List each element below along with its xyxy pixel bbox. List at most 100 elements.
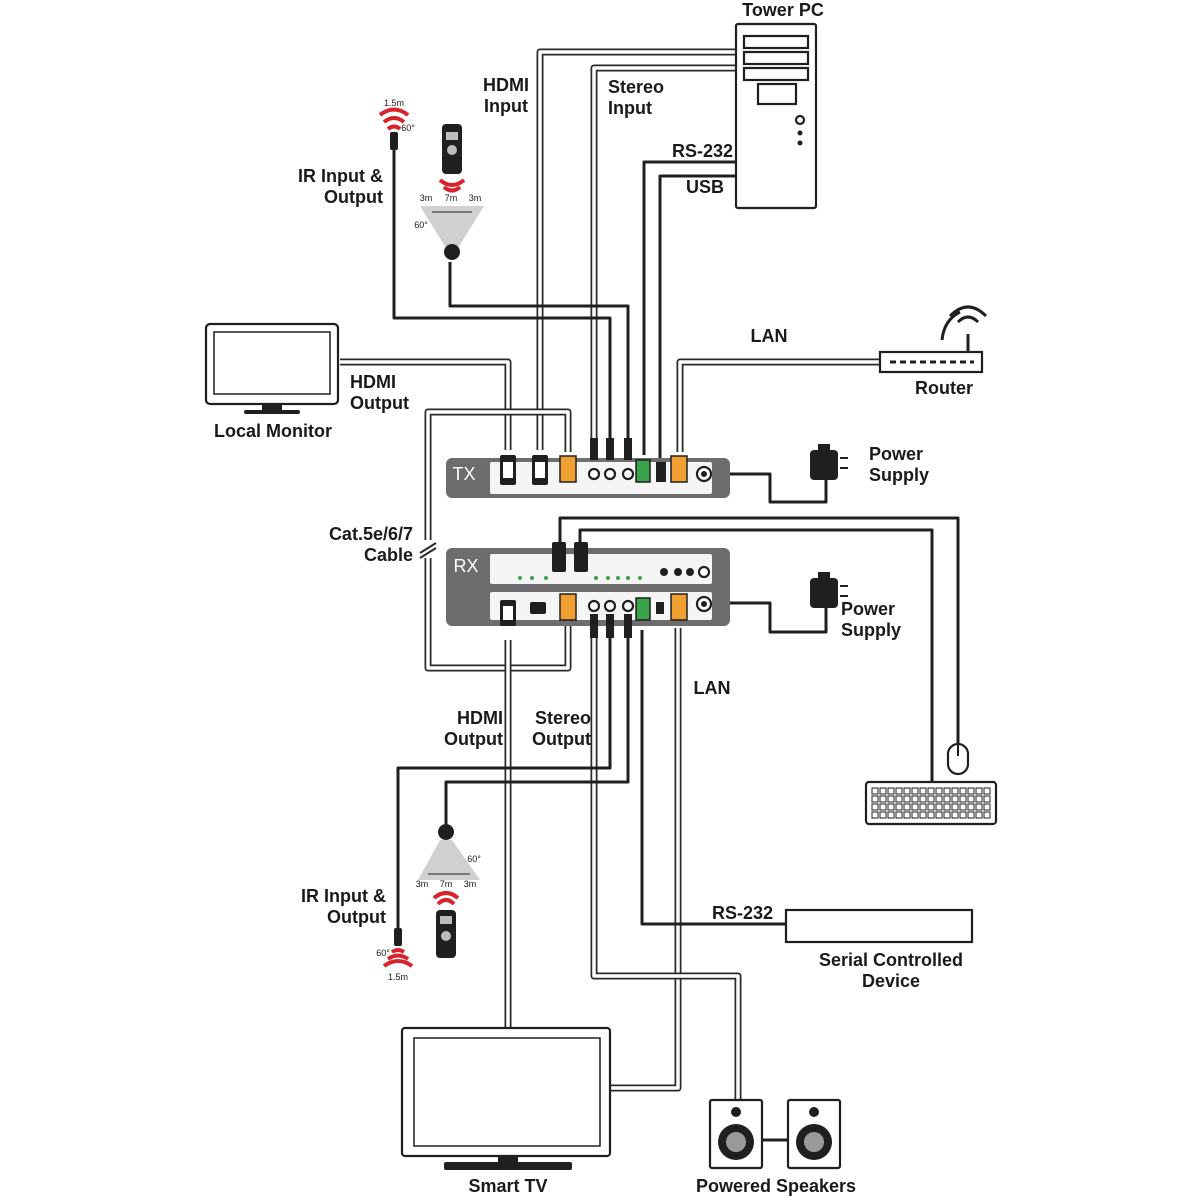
keyboard-key: [927, 811, 935, 819]
keyboard-key: [967, 811, 975, 819]
rs232-port-rx: [635, 597, 651, 621]
keyboard-key: [943, 787, 951, 795]
smart-tv: Smart TV: [400, 1026, 612, 1196]
tx-unit: TX: [446, 438, 730, 498]
keyboard-key: [887, 811, 895, 819]
rx-receiver-mid: 7m: [440, 879, 453, 889]
keyboard-key: [943, 795, 951, 803]
keyboard-key: [887, 803, 895, 811]
keyboard-key: [935, 795, 943, 803]
ir-receiver-bottom-cable: [444, 626, 630, 824]
connection-labels: HDMI Input Stereo Input RS-232 USB IR In…: [298, 75, 773, 927]
usb-port-rx-1: [552, 542, 566, 572]
lan-bottom-label: LAN: [694, 678, 731, 698]
keyboard-key: [919, 787, 927, 795]
keyboard-key: [943, 803, 951, 811]
stereo-input-cable: [590, 64, 738, 450]
hdmi-output-bottom-line2: Output: [444, 729, 503, 749]
keyboard-key: [951, 795, 959, 803]
keyboard-key: [927, 795, 935, 803]
tower-pc: Tower PC: [734, 0, 824, 210]
keyboard-key: [895, 795, 903, 803]
rx-label: RX: [453, 556, 478, 576]
keyboard-key: [959, 803, 967, 811]
local-monitor-label: Local Monitor: [214, 421, 332, 441]
keyboard-key: [879, 795, 887, 803]
keyboard-key: [959, 811, 967, 819]
keyboard-key: [935, 811, 943, 819]
keyboard-key: [911, 803, 919, 811]
cables: [340, 48, 960, 1142]
cat-cable: [424, 408, 572, 672]
router-label: Router: [915, 378, 973, 398]
tx-receiver-left: 3m: [420, 193, 433, 203]
lan-top-cable: [676, 358, 880, 452]
serial-device: Serial Controlled Device: [784, 908, 974, 991]
keyboard-key: [927, 803, 935, 811]
keyboard-key: [975, 787, 983, 795]
rs232-bottom-label: RS-232: [712, 903, 773, 923]
ir-remote-bottom: [432, 891, 460, 958]
stereo-output-line1: Stereo: [535, 708, 591, 728]
hdmi-input-line2: Input: [484, 96, 528, 116]
powered-speakers-label: Powered Speakers: [696, 1176, 856, 1196]
keyboard-key: [967, 803, 975, 811]
usb-mouse-cable: [558, 516, 960, 744]
keyboard-key: [903, 803, 911, 811]
keyboard-key: [927, 787, 935, 795]
usb-keyboard-cable: [578, 528, 934, 782]
usb-port-tx: [656, 462, 666, 482]
keyboard-key: [871, 803, 879, 811]
keyboard-key: [895, 811, 903, 819]
keyboard-key: [911, 787, 919, 795]
power-supply-rx-line2: Supply: [841, 620, 901, 640]
mouse: [946, 742, 970, 776]
lan-top-label: LAN: [751, 326, 788, 346]
ir-receiver-bottom: 60° 3m 7m 3m: [416, 824, 481, 889]
ir-blaster-top: 1.5m 60°: [378, 98, 415, 150]
keyboard-key: [911, 795, 919, 803]
rs232-port-tx: [635, 459, 651, 483]
keyboard-key: [919, 811, 927, 819]
keyboard-key: [983, 795, 991, 803]
keyboard-key: [983, 811, 991, 819]
usb-label: USB: [686, 177, 724, 197]
ir-top-line1: IR Input &: [298, 166, 383, 186]
rs232-top-cable: [642, 160, 736, 455]
ir-blaster-top-cable: [392, 150, 612, 452]
keyboard-key: [879, 787, 887, 795]
serial-device-line2: Device: [862, 971, 920, 991]
ir-receiver-top: 3m 7m 3m 60°: [414, 193, 484, 260]
keyboard-key: [919, 803, 927, 811]
ir-bottom-line2: Output: [327, 907, 386, 927]
rx-receiver-left: 3m: [416, 879, 429, 889]
lan-port-rx: [670, 593, 688, 621]
local-monitor: Local Monitor: [204, 322, 340, 441]
power-supply-tx: Power Supply: [810, 444, 929, 485]
power-supply-rx-line1: Power: [841, 599, 895, 619]
keyboard-key: [975, 795, 983, 803]
keyboard-key: [943, 811, 951, 819]
keyboard-key: [935, 803, 943, 811]
power-tx-cable: [712, 472, 828, 504]
tx-receiver-angle: 60°: [414, 220, 428, 230]
ir-blaster-bottom: 60° 1.5m: [376, 928, 414, 982]
rs232-bottom-cable: [640, 630, 786, 926]
cat-cable-line2: Cable: [364, 545, 413, 565]
serial-device-line1: Serial Controlled: [819, 950, 963, 970]
cat-cable-line1: Cat.5e/6/7: [329, 524, 413, 544]
keyboard-key: [959, 795, 967, 803]
keyboard-key: [983, 787, 991, 795]
power-supply-tx-line2: Supply: [869, 465, 929, 485]
keyboard-key: [887, 787, 895, 795]
stereo-input-line2: Input: [608, 98, 652, 118]
keyboard: [864, 780, 998, 826]
hdmi-output-top-line1: HDMI: [350, 372, 396, 392]
tx-label: TX: [452, 464, 475, 484]
hdmi-output-bottom-line1: HDMI: [457, 708, 503, 728]
ir-top-line2: Output: [324, 187, 383, 207]
hdmi-output-top-line2: Output: [350, 393, 409, 413]
rx-receiver-angle: 60°: [467, 854, 481, 864]
smart-tv-label: Smart TV: [468, 1176, 547, 1196]
